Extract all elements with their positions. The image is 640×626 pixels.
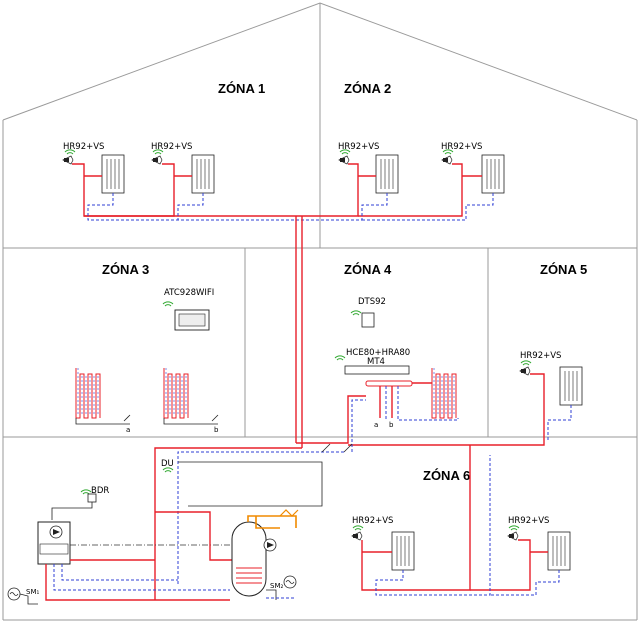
zone-6-equipment: HR92+VS HR92+VS xyxy=(351,445,571,596)
radiator-icon xyxy=(375,154,399,194)
hr92-label: HR92+VS xyxy=(63,142,104,152)
boiler-room: BDR SM₁ SM₂ xyxy=(7,486,299,605)
zone-5-title: ZÓNA 5 xyxy=(540,262,587,277)
valve-icon xyxy=(338,155,350,165)
floor-loop-a xyxy=(75,367,101,419)
hce-label: HCE80+HRA80 xyxy=(346,348,410,358)
hr92-label: HR92+VS xyxy=(520,351,561,361)
radiator-icon xyxy=(391,531,415,571)
loop-b-label: b xyxy=(214,426,219,434)
wireless-icon xyxy=(352,525,364,531)
loop-a-label: a xyxy=(126,426,130,434)
zone-4-title: ZÓNA 4 xyxy=(344,262,392,277)
wireless-icon xyxy=(508,525,520,531)
dts-label: DTS92 xyxy=(358,297,386,307)
valve-icon xyxy=(351,531,363,541)
radiator-icon xyxy=(547,531,571,571)
radiator-icon xyxy=(191,154,215,194)
loop-a-label: a xyxy=(374,421,378,429)
valve-icon xyxy=(441,155,453,165)
sm1-label: SM₁ xyxy=(26,588,39,596)
hr92-label: HR92+VS xyxy=(441,142,482,152)
hr92-label: HR92+VS xyxy=(338,142,379,152)
valve-icon xyxy=(507,531,519,541)
hr92-label: HR92+VS xyxy=(508,516,549,526)
radiator-icon xyxy=(101,154,125,194)
wireless-icon xyxy=(162,301,174,307)
zone-2-title: ZÓNA 2 xyxy=(344,81,391,96)
wireless-icon xyxy=(350,310,362,316)
floor-loop-b xyxy=(163,367,189,419)
floor-loop-zone4 xyxy=(431,367,457,419)
zone-3-equipment: ATC928WIFI a b xyxy=(75,288,219,434)
radiator-icon xyxy=(481,154,505,194)
mt4-label: MT4 xyxy=(367,357,385,367)
zone-3-title: ZÓNA 3 xyxy=(102,262,149,277)
main-risers xyxy=(295,216,303,448)
wireless-icon xyxy=(80,489,92,495)
radiator-icon xyxy=(559,366,583,406)
wireless-icon xyxy=(520,360,532,366)
valve-icon xyxy=(151,155,163,165)
upper-floor-radiators: HR92+VS HR92+VS HR92+VS HR92+VS xyxy=(62,142,505,221)
basement-distribution: DU xyxy=(154,395,366,600)
zone-4-equipment: DTS92 HCE80+HRA80 MT4 a b xyxy=(334,297,459,429)
valve-icon xyxy=(519,366,531,376)
wireless-icon xyxy=(334,355,346,361)
zone-5-equipment: HR92+VS xyxy=(348,351,583,446)
hr92-label: HR92+VS xyxy=(151,142,192,152)
bdr-label: BDR xyxy=(91,486,109,496)
du-label: DU xyxy=(161,459,174,469)
zone-1-title: ZÓNA 1 xyxy=(218,81,265,96)
sm2-label: SM₂ xyxy=(270,582,283,590)
hr92-label: HR92+VS xyxy=(352,516,393,526)
zone-6-title: ZÓNA 6 xyxy=(423,468,470,483)
valve-icon xyxy=(62,155,74,165)
loop-b-label: b xyxy=(389,421,394,429)
atc-label: ATC928WIFI xyxy=(164,288,214,298)
